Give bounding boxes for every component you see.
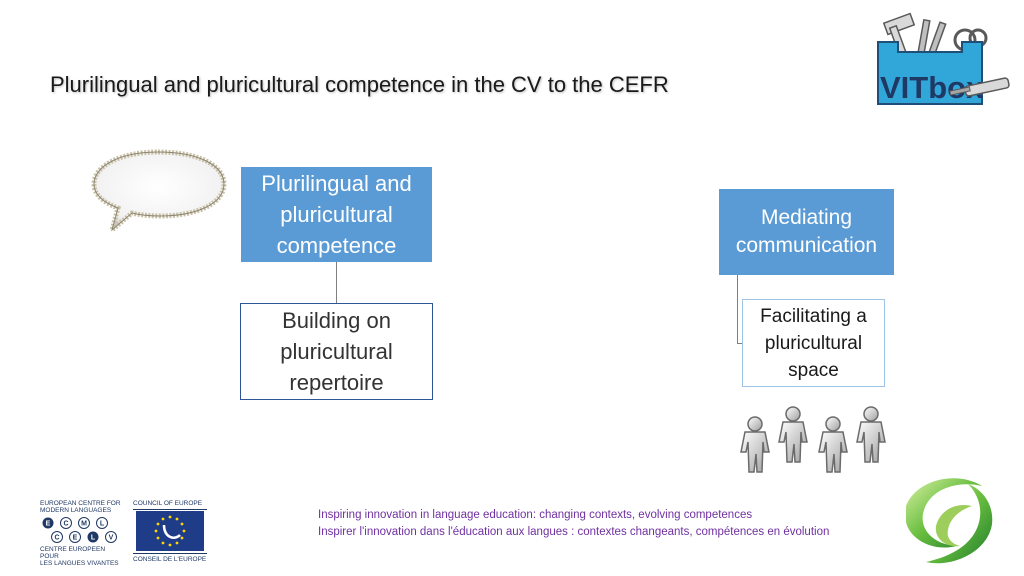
ecml-letter-l: L xyxy=(100,521,105,528)
ecml-logo: EUROPEAN CENTRE FOR MODERN LANGUAGES E C… xyxy=(40,500,122,567)
council-of-europe-logo: COUNCIL OF EUROPE CONSEIL DE L'EUROPE xyxy=(133,500,207,563)
coe-name-fr: CONSEIL DE L'EUROPE xyxy=(133,553,207,563)
celv-letter-l: L xyxy=(91,535,96,542)
toolbox-icon: VITbox xyxy=(877,12,1010,105)
celv-name-line1: CENTRE EUROPEEN POUR xyxy=(40,546,106,560)
ecml-letter-e: E xyxy=(46,521,51,528)
footer-tagline-fr: Inspirer l'innovation dans l'éducation a… xyxy=(318,526,830,538)
plurilingual-competence-box: Plurilingual and pluricultural competenc… xyxy=(241,167,432,262)
people-group-icon xyxy=(740,406,886,473)
facilitating-space-label: Facilitating a pluricultural space xyxy=(760,305,867,381)
slide-title: Plurilingual and pluricultural competenc… xyxy=(50,72,669,97)
ecml-letter-m: M xyxy=(81,521,87,528)
eu-stars-icon xyxy=(136,511,204,551)
mediating-communication-box: Mediating communication xyxy=(719,189,894,275)
facilitating-space-box: Facilitating a pluricultural space xyxy=(742,299,885,387)
celv-letter-e: E xyxy=(73,535,78,542)
speech-bubble-icon xyxy=(91,149,227,236)
celv-name: CENTRE EUROPEEN POUR LES LANGUES VIVANTE… xyxy=(40,546,122,567)
celv-letter-c: C xyxy=(54,535,59,542)
ecml-circles-icon: E C M L C E L V xyxy=(42,517,117,543)
building-repertoire-label: Building on pluricultural repertoire xyxy=(280,308,393,395)
right-connector-vertical xyxy=(737,275,738,344)
footer-tagline-en: Inspiring innovation in language educati… xyxy=(318,509,753,521)
coe-name-en: COUNCIL OF EUROPE xyxy=(133,500,207,510)
right-connector-horizontal xyxy=(737,343,742,344)
building-repertoire-box: Building on pluricultural repertoire xyxy=(240,303,433,400)
ecml-name-line1: EUROPEAN CENTRE FOR xyxy=(40,500,121,507)
mediating-communication-label: Mediating communication xyxy=(735,206,878,257)
celv-name-line2: LES LANGUES VIVANTES xyxy=(40,560,119,567)
ecml-letter-c: C xyxy=(63,521,68,528)
celv-letter-v: V xyxy=(109,535,114,542)
left-connector-line xyxy=(336,262,337,303)
ecml-name-line2: MODERN LANGUAGES xyxy=(40,507,112,514)
ecml-name: EUROPEAN CENTRE FOR MODERN LANGUAGES xyxy=(40,500,122,514)
swirl-icon xyxy=(906,478,993,564)
plurilingual-competence-label: Plurilingual and pluricultural competenc… xyxy=(261,171,412,258)
